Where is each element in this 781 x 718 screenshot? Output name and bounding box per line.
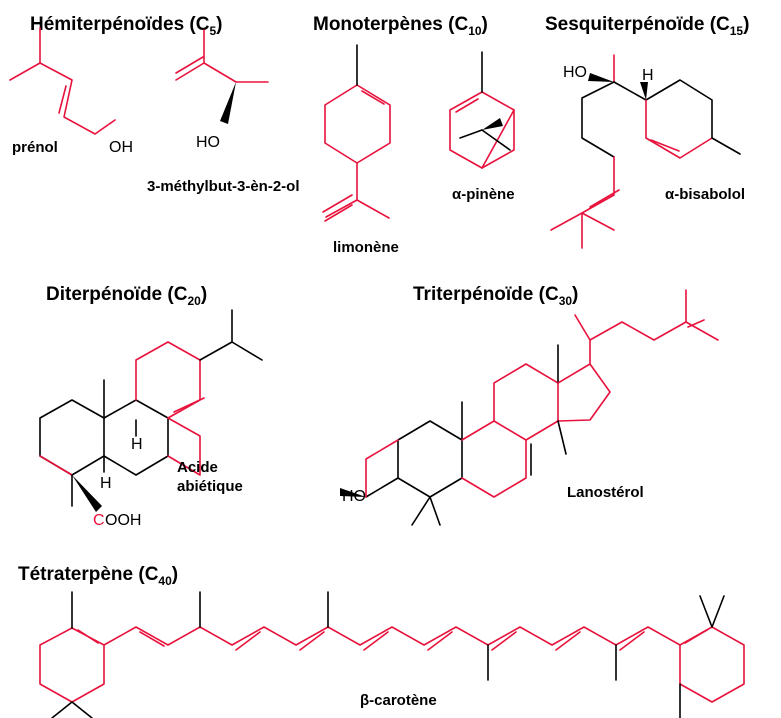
prenol-structure: OH — [9, 27, 133, 156]
prenol-oh-label: OH — [109, 139, 133, 156]
label-limonene: limonène — [333, 239, 399, 256]
label-abietic-2: abiétique — [177, 478, 243, 495]
heading-diterpenoide: Diterpénoïde (C20) — [46, 284, 207, 308]
methylbutenol-ho-label: HO — [196, 134, 220, 151]
abietic-h2-label: H — [100, 475, 112, 492]
lanosterol-ho-label: HO — [342, 488, 366, 505]
label-beta-carotene: β-carotène — [360, 692, 437, 709]
alpha-pinene-structure — [449, 51, 515, 169]
limonene-structure — [322, 44, 391, 222]
heading-triterpenoide: Triterpénoïde (C30) — [413, 284, 578, 308]
heading-monoterpenes: Monoterpènes (C10) — [313, 14, 488, 38]
abietic-c-label: C — [93, 512, 105, 529]
bisabolol-ho-label: HO — [563, 64, 587, 81]
abietic-acid-structure: H H C OOH — [39, 309, 263, 529]
label-alpha-bisabolol: α-bisabolol — [665, 186, 745, 203]
label-methylbutenol: 3-méthylbut-3-èn-2-ol — [147, 178, 300, 195]
alpha-bisabolol-structure: HO H — [550, 54, 741, 249]
lanosterol-structure: HO — [340, 289, 719, 526]
heading-sesquiterpenoide: Sesquiterpénoïde (C15) — [545, 14, 749, 38]
bisabolol-h-label: H — [642, 67, 654, 84]
heading-hemiterpenoides: Hémiterpénoïdes (C5) — [30, 14, 223, 38]
label-alpha-pinene: α-pinène — [452, 186, 515, 203]
heading-tetraterpene: Tétraterpène (C40) — [18, 564, 178, 588]
label-abietic-1: Acide — [177, 459, 218, 476]
abietic-h1-label: H — [131, 436, 143, 453]
abietic-ooh-label: OOH — [105, 512, 141, 529]
label-prenol: prénol — [12, 139, 58, 156]
label-lanosterol: Lanostérol — [567, 484, 644, 501]
methylbutenol-structure: HO — [175, 29, 269, 151]
beta-carotene-structure — [39, 591, 745, 718]
